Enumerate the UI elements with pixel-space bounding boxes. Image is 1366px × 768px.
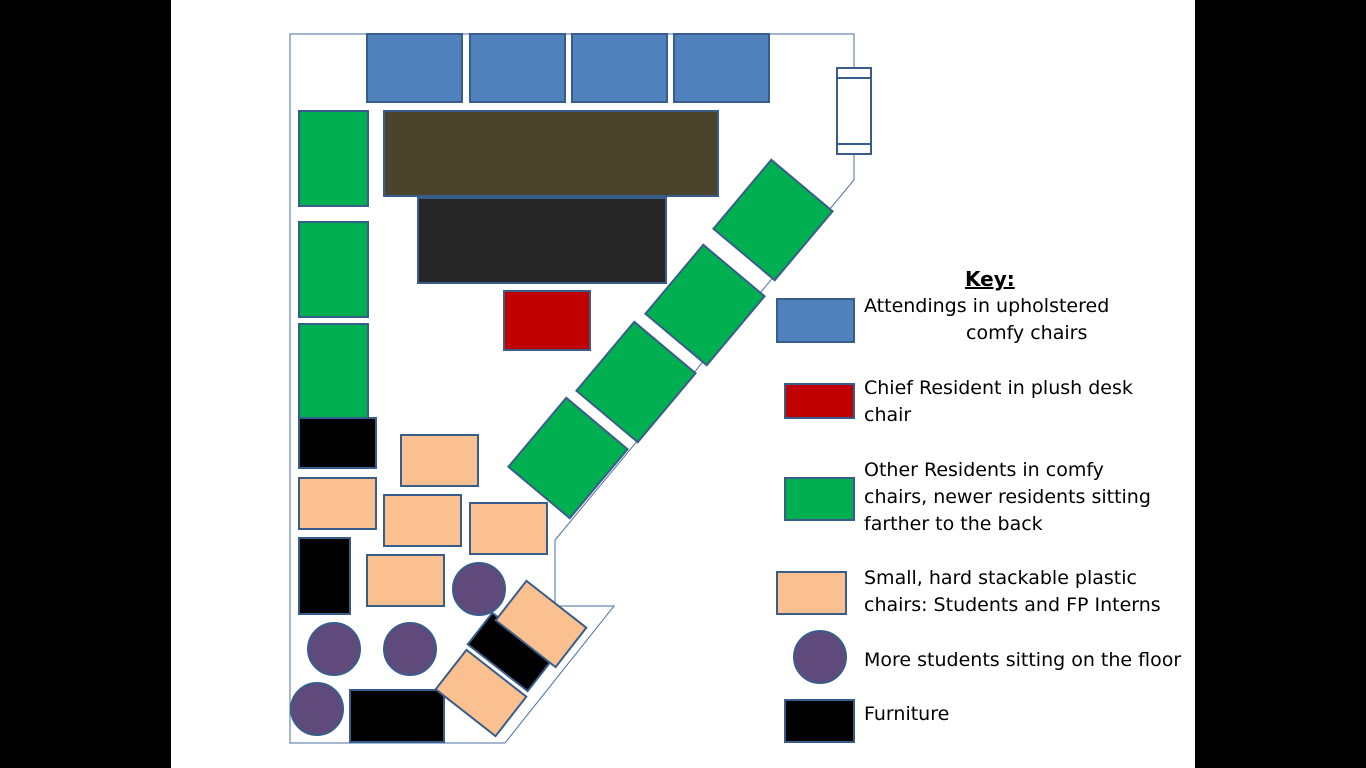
resident-chair <box>644 243 766 367</box>
door <box>836 67 872 155</box>
furniture-piece <box>298 537 351 615</box>
resident-chair <box>575 320 697 444</box>
key-swatch-attending <box>776 298 855 343</box>
floor-student <box>383 622 437 676</box>
resident-chair <box>298 323 369 420</box>
stackable-chair <box>469 502 548 555</box>
furniture-piece <box>349 689 445 743</box>
desk-front <box>383 110 719 197</box>
floor-students <box>290 562 506 736</box>
stackable-chair <box>366 554 445 607</box>
stackable-chair <box>434 648 528 738</box>
attending-chairs <box>366 33 770 103</box>
diagonal-resident-chairs <box>507 158 834 520</box>
key-label-stackable: Small, hard stackable plastic chairs: St… <box>864 567 1161 616</box>
key-label-attending: Attendings in upholstered comfy chairs <box>864 295 1110 344</box>
attending-chair <box>571 33 668 103</box>
desk-back <box>417 197 667 284</box>
key-swatch-stackable <box>776 571 847 615</box>
key-label-resident: Other Residents in comfy chairs, newer r… <box>864 459 1151 535</box>
key-swatch-chief <box>784 383 855 419</box>
key-swatch-floor <box>793 630 847 684</box>
key-label-furniture: Furniture <box>864 703 950 725</box>
resident-chair <box>298 221 369 318</box>
stackable-chair <box>494 579 588 669</box>
key-label-floor: More students sitting on the floor <box>864 649 1182 671</box>
stackable-chair <box>400 434 479 487</box>
furniture-pieces <box>298 417 554 743</box>
attending-chair <box>366 33 463 103</box>
key-label-chief: Chief Resident in plush desk chair <box>864 377 1133 426</box>
floor-student <box>452 562 506 616</box>
chief-resident-chair <box>503 290 591 351</box>
stackable-chair <box>383 494 462 547</box>
floor-student <box>290 682 344 736</box>
furniture-piece <box>298 417 377 469</box>
key-title: Key: <box>965 267 1015 291</box>
stackable-chairs <box>298 434 588 738</box>
resident-chair <box>298 110 369 207</box>
key-swatches <box>776 298 855 743</box>
resident-chair <box>712 158 834 282</box>
key-swatch-furniture <box>784 699 855 743</box>
key-swatch-resident <box>784 477 855 521</box>
attending-chair <box>673 33 770 103</box>
stackable-chair <box>298 477 377 530</box>
resident-chair <box>507 396 629 520</box>
floor-student <box>307 622 361 676</box>
left-resident-chairs <box>298 110 369 420</box>
attending-chair <box>469 33 566 103</box>
